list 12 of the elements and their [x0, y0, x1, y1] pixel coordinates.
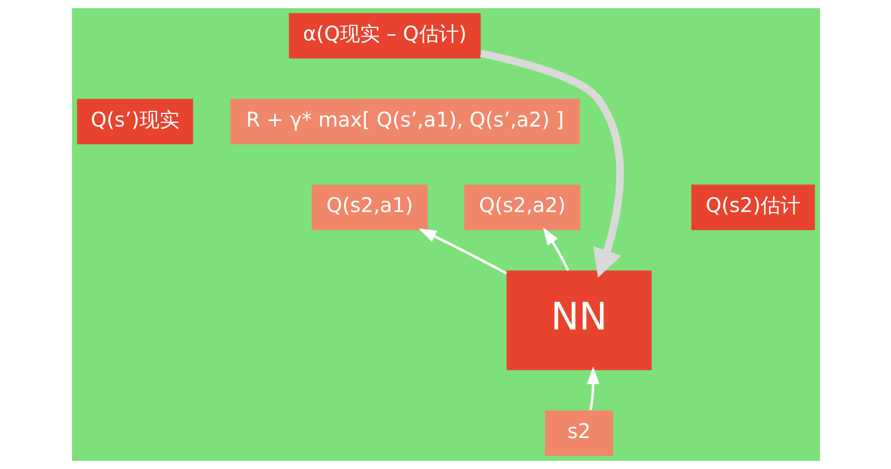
- node-box: Q(s2)估计: [690, 184, 814, 230]
- node-box: s2: [544, 410, 613, 456]
- arrow: [480, 50, 624, 278]
- node-box: NN: [506, 270, 652, 370]
- arrow: [542, 227, 569, 271]
- node-box: Q(s2,a2): [464, 184, 580, 230]
- arrow: [418, 228, 506, 274]
- node-box: Q(s2,a1): [311, 184, 428, 230]
- node-box: R + γ* max[ Q(s’,a1), Q(s’,a2) ]: [230, 98, 580, 144]
- node-box: α(Q现实 – Q估计): [288, 13, 480, 59]
- node-box: Q(s’)现实: [76, 98, 193, 144]
- arrow: [586, 366, 599, 410]
